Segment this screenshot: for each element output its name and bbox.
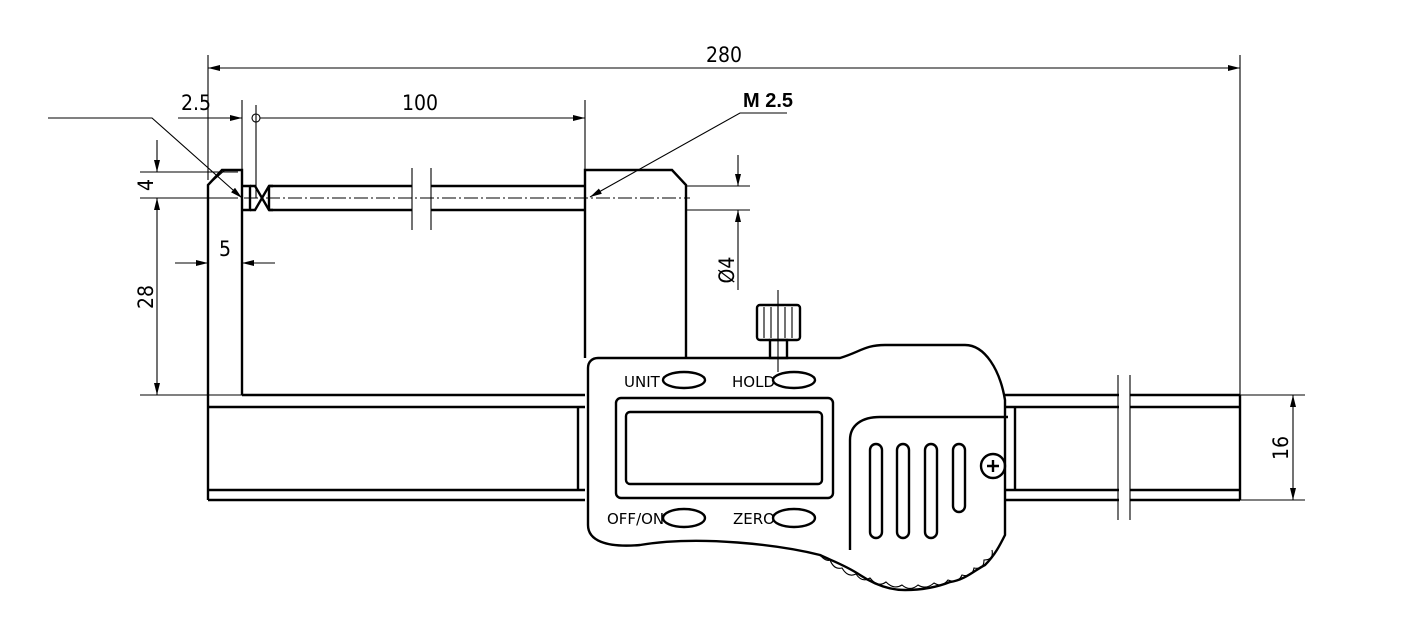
unit-button[interactable]: UNIT — [624, 370, 707, 391]
dim-16-label: 16 — [1269, 436, 1293, 460]
thread-label: M 2.5 — [743, 90, 793, 112]
fixed-jaw — [206, 168, 585, 500]
thread-callout: M 2.5 — [589, 90, 793, 198]
dim-2.5-label: 2.5 — [181, 91, 211, 115]
dim-diameter-label: Ø4 — [715, 257, 739, 284]
hold-button[interactable]: HOLD — [732, 370, 817, 391]
dim-5-label: 5 — [219, 237, 231, 261]
dimension-280: 280 — [207, 43, 1241, 395]
dimension-16: 16 — [1240, 394, 1305, 501]
dim-4-label: 4 — [134, 179, 158, 191]
beam — [208, 375, 1242, 520]
unit-button-label: UNIT — [624, 373, 661, 391]
zero-button-label: ZERO — [733, 510, 775, 528]
dimension-100: 2.5 100 — [48, 91, 586, 199]
lock-knob-icon — [755, 290, 802, 372]
dimension-diameter-4: Ø4 — [715, 155, 741, 290]
off-on-button-label: OFF/ON — [607, 510, 664, 528]
grip-slot — [951, 442, 967, 514]
lcd-frame — [614, 396, 835, 500]
display-unit — [586, 343, 1008, 592]
zero-button[interactable]: ZERO — [733, 507, 817, 529]
dimension-4-28: 4 28 — [134, 140, 585, 396]
off-on-button[interactable]: OFF/ON — [607, 507, 707, 529]
dimension-5: 5 — [175, 237, 275, 266]
grip-slot — [895, 442, 911, 540]
grip-slot — [923, 442, 939, 540]
dim-100-label: 100 — [402, 91, 438, 115]
dim-280-label: 280 — [706, 43, 742, 67]
dim-28-label: 28 — [134, 285, 158, 309]
measuring-rod — [242, 168, 690, 230]
lcd-screen — [624, 410, 824, 486]
grip-slot — [868, 442, 884, 540]
hold-button-label: HOLD — [732, 373, 775, 391]
screw-icon — [979, 452, 1007, 480]
